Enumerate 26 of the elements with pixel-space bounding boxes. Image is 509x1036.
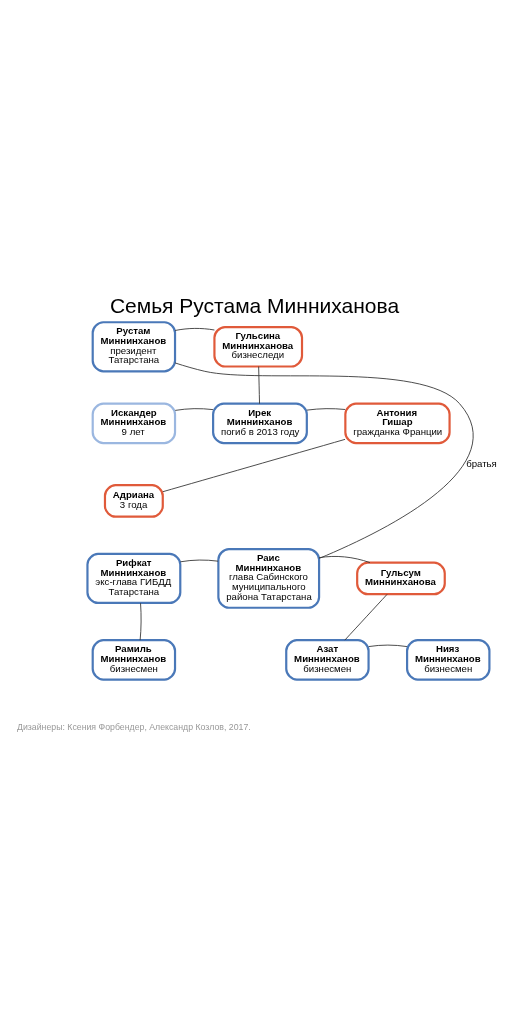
connector <box>162 438 346 493</box>
diagram-title: Семья Рустама Минниханова <box>109 293 400 317</box>
label: Дизайнеры: Ксения Форбендер, Александр Козлов, 2017. <box>17 721 251 732</box>
node-box: Нияз Миннинханов бизнесмен <box>406 639 491 681</box>
connector <box>174 362 474 559</box>
node-box: Адриана 3 года <box>103 484 164 518</box>
node-box: Антония Гишар гражданка Франции <box>344 402 451 445</box>
node-box: Гульсина Миннинханова бизнеследи <box>213 326 304 368</box>
edge-label: братья <box>466 457 497 469</box>
connector <box>368 644 408 647</box>
node-box: Рустам Миннинханов президент Татарстана <box>91 321 177 373</box>
connector <box>306 408 346 411</box>
node-box: Азат Миннинханов бизнесмен <box>285 639 370 681</box>
node-box: Рамиль Миннинханов бизнесмен <box>91 639 177 681</box>
node-box: Ирек Миннинханов погиб в 2013 году <box>212 402 308 445</box>
connector <box>258 366 260 405</box>
connector <box>318 556 371 564</box>
connector <box>344 593 388 641</box>
node-box: Искандер Миннинханов 9 лет <box>91 402 177 445</box>
node-box: Гульсум Миннинханова <box>356 561 446 596</box>
connector <box>139 602 142 641</box>
connector <box>180 559 219 563</box>
node-box: Раис Миннинханов глава Сабинского муниципального района Татарстана <box>217 548 321 609</box>
connector <box>174 408 214 411</box>
node-box: Рифкат Миннинханов экс-глава ГИБДД Татарстана <box>86 552 182 605</box>
connector <box>174 327 215 331</box>
